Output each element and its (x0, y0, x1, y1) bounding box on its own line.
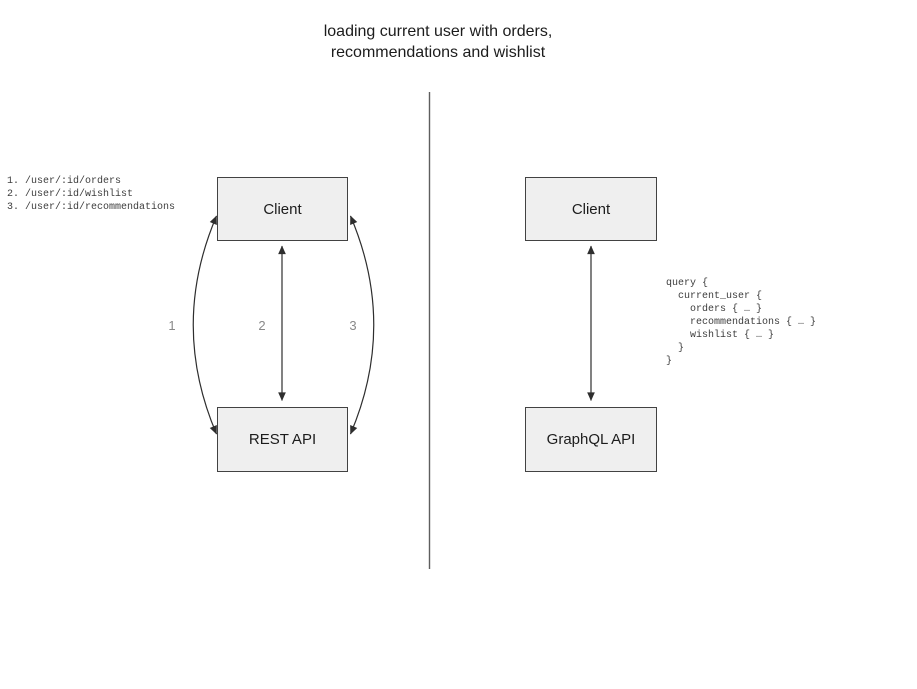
rest-endpoints-list: 1. /user/:id/orders 2. /user/:id/wishlis… (7, 176, 176, 213)
rest-client-label: Client (263, 200, 302, 218)
diagram-title: loading current user with orders, recomm… (178, 21, 698, 63)
rest-client-box: Client (217, 177, 348, 241)
rest-arrow-1-curve (192, 215, 218, 435)
graphql-client-label: Client (571, 200, 611, 218)
rest-arrow-1-label: 1 (168, 318, 176, 333)
rest-api-label: REST API (248, 431, 317, 448)
rest-arrow-3-label: 3 (349, 318, 357, 333)
graphql-api-box: GraphQL API (525, 407, 657, 472)
graphql-api-label: GraphQL API (546, 431, 636, 448)
title-line-2: recommendations and wishlist (330, 44, 546, 61)
rest-arrow-2-label: 2 (258, 318, 266, 333)
graphql-query-snippet: query { current_user { orders { … } reco… (666, 278, 817, 367)
graphql-client-box: Client (525, 177, 657, 241)
rest-api-box: REST API (217, 407, 348, 472)
title-line-1: loading current user with orders, (323, 23, 553, 40)
